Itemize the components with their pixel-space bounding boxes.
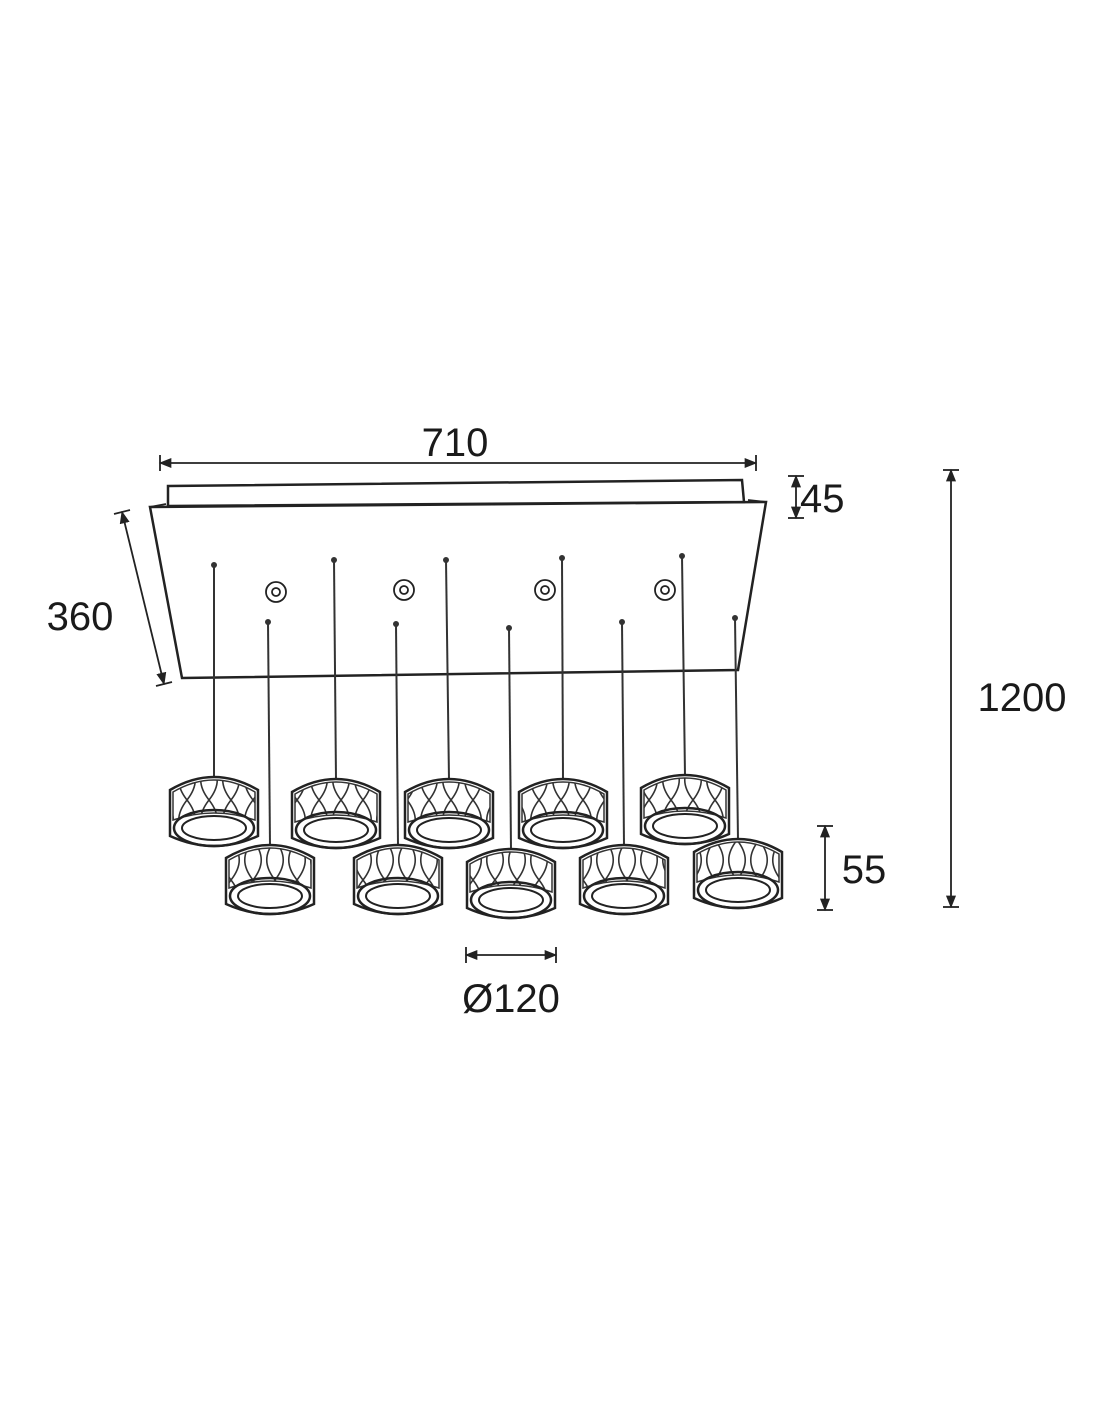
- cord-anchor: [443, 557, 449, 563]
- pendant-shade: [168, 775, 260, 848]
- canopy-height-label: 45: [800, 477, 845, 521]
- shade-height-dimension: 55: [817, 824, 887, 912]
- cord: [333, 559, 337, 781]
- pendant-shade: [517, 777, 609, 850]
- pendant-shade: [578, 843, 670, 916]
- screw-icon: [393, 579, 415, 601]
- screw-icon: [265, 581, 287, 603]
- cord: [395, 623, 399, 847]
- canopy-plate: [148, 500, 768, 680]
- shade-height-label: 55: [842, 848, 887, 892]
- shade-diameter-label: Ø120: [462, 977, 560, 1021]
- cord-anchor: [211, 562, 217, 568]
- cord-anchor: [732, 615, 738, 621]
- pendant-shade: [224, 843, 316, 916]
- canopy-height-dimension: 45: [788, 474, 845, 521]
- total-height-dimension: 1200: [943, 468, 1067, 909]
- shade-diameter-dimension: Ø120: [462, 947, 560, 1021]
- pendant-shade: [639, 773, 731, 846]
- suspension-cords: [211, 553, 739, 851]
- pendant-shades: [168, 773, 784, 920]
- cord-anchor: [559, 555, 565, 561]
- cord: [734, 617, 739, 841]
- cord-anchor: [619, 619, 625, 625]
- total-height-label: 1200: [978, 676, 1067, 720]
- cord: [561, 557, 564, 781]
- cord-anchor: [393, 621, 399, 627]
- pendant-shade: [290, 777, 382, 850]
- mounting-screws: [265, 579, 676, 603]
- width-dimension: 710: [158, 421, 758, 471]
- canopy: [148, 478, 768, 680]
- cord: [267, 621, 271, 847]
- cord-anchor: [506, 625, 512, 631]
- cord-anchor: [265, 619, 271, 625]
- cord: [681, 555, 686, 777]
- depth-dimension: 360: [47, 509, 173, 687]
- pendant-shade: [465, 847, 557, 920]
- screw-icon: [534, 579, 556, 601]
- cord: [621, 621, 625, 847]
- pendant-shade: [352, 843, 444, 916]
- width-label: 710: [422, 421, 489, 465]
- pendant-shade: [692, 837, 784, 910]
- cord: [508, 627, 512, 851]
- screw-icon: [654, 579, 676, 601]
- pendant-shade: [403, 777, 495, 850]
- cord: [445, 559, 450, 781]
- depth-label: 360: [47, 595, 114, 639]
- cord-anchor: [679, 553, 685, 559]
- cord-anchor: [331, 557, 337, 563]
